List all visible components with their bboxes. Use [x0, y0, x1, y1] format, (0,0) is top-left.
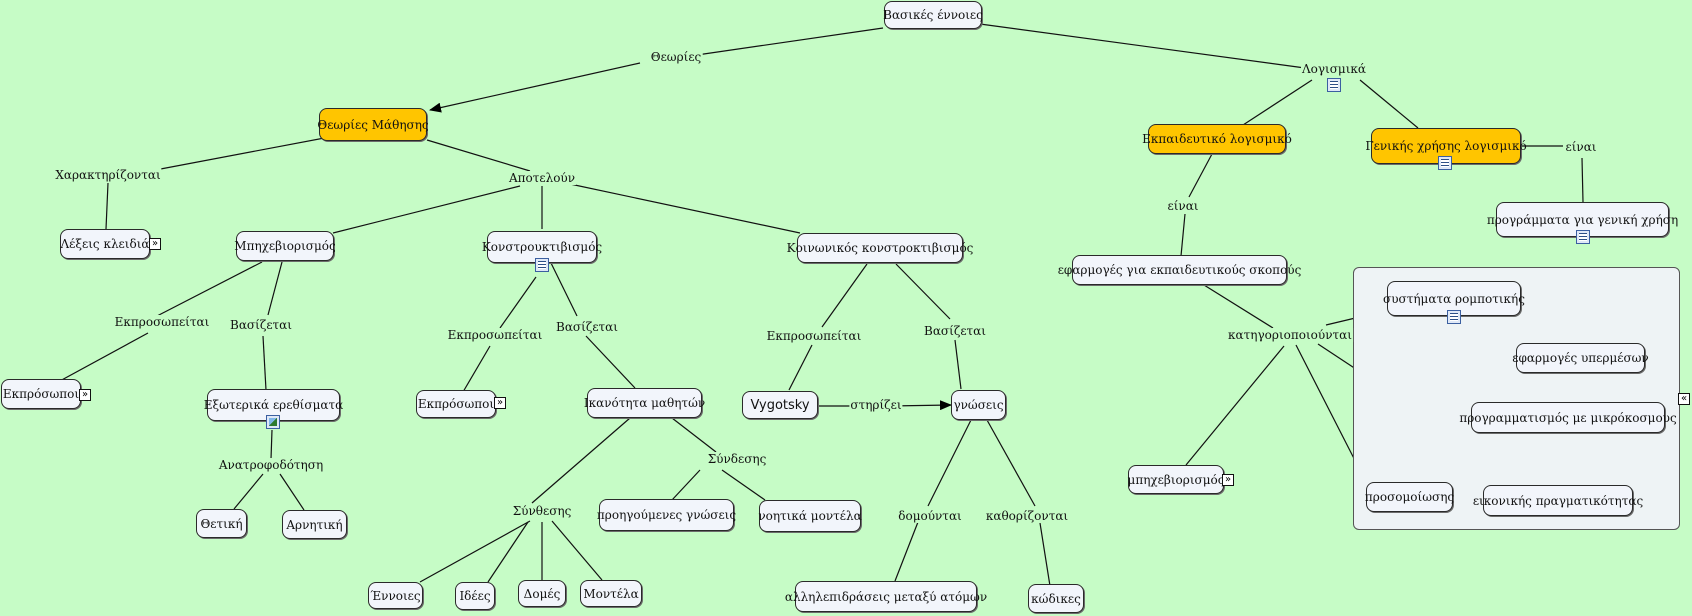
edge [986, 419, 1036, 507]
node-vygotsky[interactable]: Vygotsky [742, 391, 818, 419]
resource-icon[interactable] [1576, 230, 1590, 244]
link-label-defined[interactable]: καθορίζονται [984, 509, 1070, 523]
node-microworlds[interactable]: προγραμματισμός με μικρόκοσμους [1459, 402, 1677, 433]
node-mental-models[interactable]: νοητικά μοντέλα [758, 500, 862, 532]
edge [1242, 79, 1313, 126]
resource-icon[interactable] [1327, 78, 1341, 92]
edge [499, 276, 537, 329]
edge [487, 521, 529, 583]
node-interactions[interactable]: αλληλεπιδράσεις μεταξύ ατόμων [785, 581, 987, 612]
edge [267, 261, 283, 316]
node-educational-applications[interactable]: εφαρμογές για εκπαιδευτικούς σκοπούς [1058, 255, 1301, 285]
edge [585, 335, 636, 389]
edge [156, 261, 263, 317]
link-label-represented-1[interactable]: Εκπροσωπείται [113, 315, 211, 329]
node-prior-knowledge[interactable]: προηγούμενες γνώσεις [597, 499, 736, 531]
edge [895, 263, 951, 320]
node-learner-ability[interactable]: Ικανότητα μαθητών [584, 388, 705, 418]
node-virtual-reality[interactable]: εικονικής πραγματικότητας [1473, 485, 1643, 516]
edge [270, 429, 273, 460]
link-label-consist[interactable]: Αποτελούν [507, 171, 577, 185]
edge [927, 419, 972, 507]
link-label-feedback[interactable]: Ανατροφοδότηση [217, 458, 325, 472]
edge [1188, 153, 1213, 198]
node-behaviorism[interactable]: Μπηχεβιορισμός [234, 231, 336, 261]
resource-icon[interactable] [1438, 156, 1452, 170]
node-ideas[interactable]: Ιδέες [455, 582, 495, 610]
edge [1039, 522, 1051, 587]
link-label-based-3[interactable]: Βασίζεται [923, 324, 987, 338]
node-representatives-2[interactable]: Εκπρόσωποι [416, 390, 496, 418]
node-concepts[interactable]: Έννοιες [368, 582, 423, 609]
edge [279, 473, 305, 511]
edge [233, 473, 264, 510]
edge [1185, 345, 1285, 466]
link-label-based-1[interactable]: Βασίζεται [229, 318, 293, 332]
edge [429, 62, 641, 113]
image-icon[interactable] [266, 415, 280, 429]
node-negative[interactable]: Αρνητική [282, 510, 347, 539]
node-social-constructivism[interactable]: Κοινωνικός κονστροκτιβισμός [787, 233, 973, 263]
node-positive[interactable]: Θετική [196, 509, 247, 538]
edge [550, 262, 578, 317]
link-label-is-2[interactable]: είναι [1564, 140, 1598, 154]
link-label-supports[interactable]: στηρίζει [849, 398, 903, 412]
node-keywords[interactable]: Λέξεις κλειδιά [60, 229, 150, 259]
edge [894, 521, 919, 582]
edge [531, 417, 631, 504]
edge [721, 469, 766, 501]
link-label-connection[interactable]: Σύνδεσης [706, 452, 768, 466]
edge [105, 182, 109, 230]
edge [419, 520, 531, 583]
edge [689, 27, 884, 57]
edge [551, 520, 603, 581]
node-constructivism[interactable]: Κονστρουκτιβισμός [482, 231, 602, 263]
edge [788, 344, 813, 391]
resource-icon[interactable] [535, 258, 549, 272]
double-chevron-right-icon[interactable]: » [494, 397, 506, 409]
node-basic-concepts[interactable]: Βασικές έννοιες [883, 1, 983, 29]
resource-icon[interactable] [1447, 310, 1461, 324]
link-label-theories[interactable]: Θεωρίες [649, 50, 703, 64]
edge [1359, 79, 1419, 129]
double-chevron-right-icon[interactable]: » [1222, 474, 1234, 486]
edge [1203, 284, 1274, 329]
edge [569, 183, 801, 234]
node-educational-software[interactable]: Εκπαιδευτικό λογισμικό [1142, 124, 1292, 154]
edge [671, 469, 701, 501]
node-representatives-1[interactable]: Εκπρόσωποι [1, 379, 81, 409]
node-structures[interactable]: Δομές [518, 580, 566, 607]
edge [426, 139, 531, 172]
double-chevron-right-icon[interactable]: » [149, 238, 161, 250]
link-label-software[interactable]: Λογισμικά [1300, 62, 1368, 76]
edge [954, 339, 962, 390]
node-models[interactable]: Μοντέλα [580, 580, 642, 607]
node-codes[interactable]: κώδικες [1028, 584, 1084, 613]
edge [149, 135, 336, 172]
node-theories-of-learning[interactable]: Θεωρίες Μάθησης [317, 108, 429, 141]
edge [332, 185, 521, 234]
edge [1180, 213, 1186, 257]
double-chevron-left-icon[interactable]: « [1678, 393, 1690, 405]
link-label-represented-2[interactable]: Εκπροσωπείται [446, 328, 544, 342]
node-knowledge[interactable]: γνώσεις [951, 390, 1006, 420]
edge [821, 263, 868, 328]
link-label-structured[interactable]: δομούνται [897, 509, 963, 523]
node-simulations[interactable]: προσομοίωσης [1365, 482, 1454, 512]
edge [1581, 157, 1584, 203]
edge [979, 23, 1306, 69]
double-chevron-right-icon[interactable]: » [79, 389, 91, 401]
edge [262, 335, 267, 391]
link-label-synthesis[interactable]: Σύνθεσης [511, 504, 573, 518]
link-label-characterized[interactable]: Χαρακτηρίζονται [54, 168, 162, 182]
node-behaviorism-2[interactable]: μπηχεβιορισμός [1128, 465, 1224, 494]
node-multimedia[interactable]: εφαρμογές υπερμέσων [1512, 343, 1649, 373]
link-label-is-1[interactable]: είναι [1166, 199, 1200, 213]
link-label-categorized[interactable]: κατηγοριοποιούνται [1227, 328, 1353, 342]
edge [57, 332, 149, 383]
link-label-represented-3[interactable]: Εκπροσωπείται [765, 329, 863, 343]
edge [462, 345, 491, 393]
edge [671, 417, 717, 453]
link-label-based-2[interactable]: Βασίζεται [555, 320, 619, 334]
